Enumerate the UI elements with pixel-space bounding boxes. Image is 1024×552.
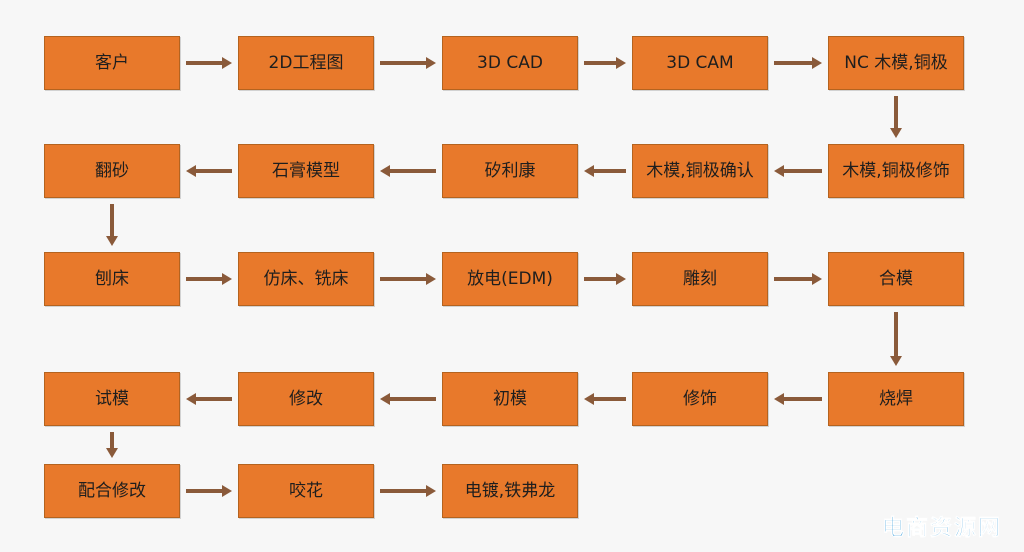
horizontal-arrow — [380, 393, 436, 405]
process-step-box: 3D CAD — [442, 36, 578, 90]
horizontal-arrow — [584, 57, 626, 69]
vertical-arrow — [106, 432, 118, 458]
process-step-box: 修改 — [238, 372, 374, 426]
process-step-box: 合模 — [828, 252, 964, 306]
process-step-box: 初模 — [442, 372, 578, 426]
horizontal-arrow — [186, 57, 232, 69]
process-step-box: 试模 — [44, 372, 180, 426]
process-step-box: 客户 — [44, 36, 180, 90]
process-step-box: 翻砂 — [44, 144, 180, 198]
horizontal-arrow — [380, 57, 436, 69]
horizontal-arrow — [774, 165, 822, 177]
process-step-box: 修饰 — [632, 372, 768, 426]
process-step-box: 烧焊 — [828, 372, 964, 426]
process-step-box: 咬花 — [238, 464, 374, 518]
process-step-box: 电镀,铁弗龙 — [442, 464, 578, 518]
process-step-box: 木模,铜极修饰 — [828, 144, 964, 198]
horizontal-arrow — [584, 273, 626, 285]
process-step-box: NC 木模,铜极 — [828, 36, 964, 90]
vertical-arrow — [106, 204, 118, 246]
process-step-box: 雕刻 — [632, 252, 768, 306]
horizontal-arrow — [774, 393, 822, 405]
process-step-box: 配合修改 — [44, 464, 180, 518]
process-step-box: 2D工程图 — [238, 36, 374, 90]
horizontal-arrow — [186, 485, 232, 497]
horizontal-arrow — [186, 393, 232, 405]
vertical-arrow — [890, 96, 902, 138]
horizontal-arrow — [380, 273, 436, 285]
horizontal-arrow — [584, 165, 626, 177]
horizontal-arrow — [584, 393, 626, 405]
process-step-box: 刨床 — [44, 252, 180, 306]
process-step-box: 矽利康 — [442, 144, 578, 198]
horizontal-arrow — [774, 273, 822, 285]
process-step-box: 石膏模型 — [238, 144, 374, 198]
horizontal-arrow — [774, 57, 822, 69]
process-step-box: 3D CAM — [632, 36, 768, 90]
process-step-box: 放电(EDM) — [442, 252, 578, 306]
vertical-arrow — [890, 312, 902, 366]
horizontal-arrow — [186, 165, 232, 177]
process-step-box: 仿床、铣床 — [238, 252, 374, 306]
horizontal-arrow — [186, 273, 232, 285]
process-step-box: 木模,铜极确认 — [632, 144, 768, 198]
horizontal-arrow — [380, 165, 436, 177]
watermark-logo: 电商资源网 — [881, 516, 1002, 542]
horizontal-arrow — [380, 485, 436, 497]
